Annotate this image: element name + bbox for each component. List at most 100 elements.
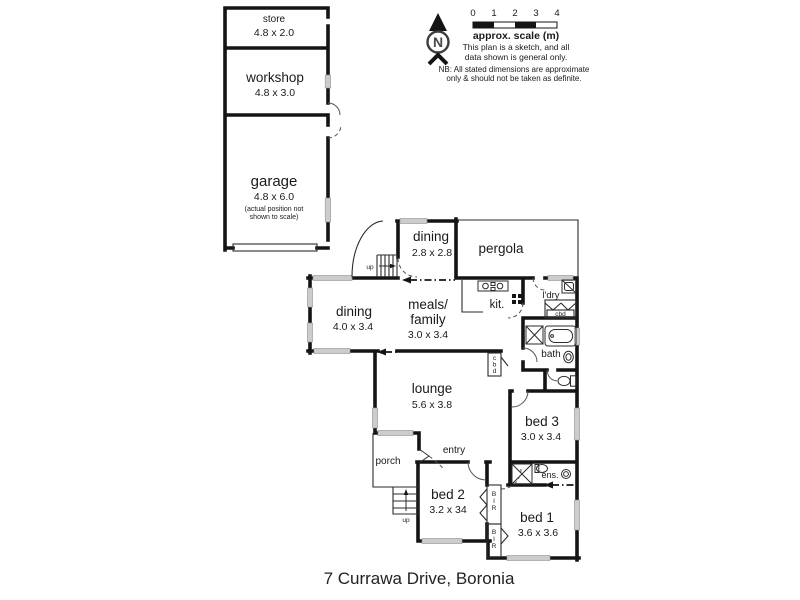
curved-wall bbox=[351, 220, 384, 278]
bed2-door-arc bbox=[467, 461, 487, 481]
scale-tick-0: 0 bbox=[470, 8, 475, 19]
bed2-dims: 3.2 x 34 bbox=[429, 504, 467, 516]
dining-top-window bbox=[312, 275, 353, 281]
wc-door-arc bbox=[546, 369, 558, 382]
bathtub-inner bbox=[548, 329, 573, 343]
bed1-label: bed 1 bbox=[520, 510, 554, 525]
nb-line1: NB: All stated dimensions are approximat… bbox=[439, 65, 590, 74]
store-label: store bbox=[263, 14, 286, 25]
wc-toilet-icon bbox=[557, 375, 571, 387]
porch-steps-arrow bbox=[403, 489, 409, 495]
open-plan-lines bbox=[377, 276, 575, 489]
wc-fixtures bbox=[546, 369, 577, 387]
bath-window bbox=[574, 327, 580, 346]
porch-steps bbox=[392, 487, 420, 515]
wc-cistern bbox=[570, 375, 577, 387]
pantry-dot-2 bbox=[518, 294, 522, 298]
meals-label2: family bbox=[410, 312, 446, 327]
scale-tick-2: 2 bbox=[512, 8, 517, 19]
bed1-dims: 3.6 x 3.6 bbox=[518, 527, 558, 539]
disclaimer-line2: data shown is general only. bbox=[465, 52, 567, 62]
laundry-window bbox=[547, 275, 574, 281]
dining-left-window1 bbox=[307, 287, 313, 308]
bed2-window bbox=[421, 538, 463, 544]
lounge-left-window bbox=[372, 407, 378, 429]
meals-dims: 3.0 x 3.4 bbox=[408, 329, 448, 341]
laundry-door-arc bbox=[532, 277, 546, 291]
garage-note2: shown to scale) bbox=[250, 214, 299, 221]
meals-label1: meals/ bbox=[408, 297, 448, 312]
ens-basin-inner bbox=[563, 471, 569, 477]
address-title: 7 Currawa Drive, Boronia bbox=[324, 569, 515, 588]
ensuite-fixtures bbox=[511, 463, 571, 485]
pantry-dot-4 bbox=[518, 300, 522, 304]
dining-upper-label: dining bbox=[413, 229, 449, 244]
front-door-arc bbox=[397, 257, 418, 278]
windows bbox=[307, 218, 580, 561]
workshop-door-arc bbox=[327, 102, 341, 116]
bed3-window bbox=[574, 407, 580, 441]
compass-letter: N bbox=[433, 34, 443, 50]
bed1-door-arc bbox=[500, 468, 522, 490]
compass-north-arrow bbox=[429, 13, 447, 31]
ens-shower-cross bbox=[511, 463, 533, 485]
compass-icon: N bbox=[426, 13, 450, 66]
bath-vanity-cross bbox=[525, 325, 544, 345]
workshop-dims: 4.8 x 3.0 bbox=[255, 87, 295, 99]
pergola-outline bbox=[457, 219, 579, 278]
dining-bottom-window bbox=[313, 348, 351, 354]
dining-dims: 4.0 x 3.4 bbox=[333, 321, 373, 333]
garage-window bbox=[324, 197, 332, 223]
outbuilding-walls bbox=[223, 6, 330, 252]
bed3-label: bed 3 bbox=[525, 414, 559, 429]
workshop-label: workshop bbox=[245, 70, 304, 85]
kitchen-bench bbox=[461, 280, 522, 313]
ens-bed1-arrow bbox=[544, 481, 553, 489]
bath-label: bath bbox=[541, 349, 560, 360]
nb-line2: only & should not be taken as definite. bbox=[446, 74, 581, 83]
bath-basin-icon bbox=[563, 350, 574, 364]
scale-bar-seg1 bbox=[473, 22, 494, 28]
lounge-dims: 5.6 x 3.8 bbox=[412, 399, 452, 411]
dining-upper-dims: 2.8 x 2.8 bbox=[412, 247, 452, 259]
lounge-label: lounge bbox=[412, 381, 453, 396]
pantry-dot-3 bbox=[512, 300, 516, 304]
garage-door bbox=[232, 243, 318, 252]
bed1-right-window bbox=[574, 499, 580, 531]
entry-doors bbox=[418, 448, 446, 471]
bath-basin-inner bbox=[565, 353, 572, 361]
house: up up bbox=[306, 217, 581, 562]
compass-chevron bbox=[427, 52, 449, 66]
outbuilding: store 4.8 x 2.0 workshop 4.8 x 3.0 garag… bbox=[223, 6, 342, 252]
ens-toilet-cistern bbox=[534, 464, 540, 473]
laundry-cbd-label: cbd bbox=[555, 311, 566, 318]
bir2-doors bbox=[500, 527, 509, 545]
hall-door-arc bbox=[507, 302, 524, 319]
dining-upper-window bbox=[399, 218, 428, 224]
stove-control-1 bbox=[490, 282, 496, 286]
porch-outline bbox=[372, 433, 420, 488]
bir1-doors bbox=[479, 488, 488, 522]
bed1-bottom-window bbox=[506, 555, 551, 561]
bed3-dims: 3.0 x 3.4 bbox=[521, 431, 561, 443]
dining-left-window2 bbox=[307, 322, 313, 343]
lounge-bottom-window bbox=[377, 430, 414, 436]
pergola-label: pergola bbox=[478, 241, 524, 256]
entry-door-arc bbox=[428, 455, 446, 471]
porch-label: porch bbox=[375, 456, 400, 467]
garage-note1: (actual position not bbox=[245, 206, 304, 213]
laundry-trough-basin bbox=[564, 282, 574, 291]
bir2-box bbox=[486, 523, 502, 558]
stove-burner-1 bbox=[482, 282, 489, 290]
stove-control-2 bbox=[490, 287, 496, 291]
entry-label: entry bbox=[443, 445, 465, 456]
disclaimer-line1: This plan is a sketch, and all bbox=[463, 42, 570, 52]
stove-burner-2 bbox=[496, 282, 504, 290]
dining-label: dining bbox=[336, 304, 372, 319]
